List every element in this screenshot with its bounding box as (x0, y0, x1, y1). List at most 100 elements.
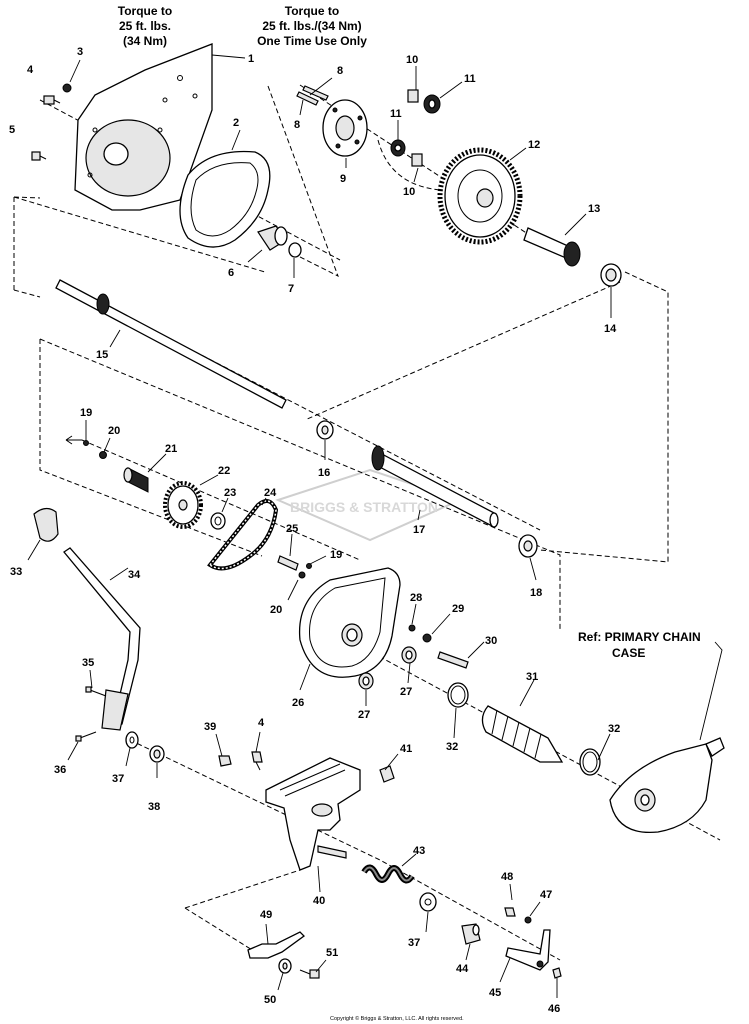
callout-6: 6 (228, 267, 234, 279)
torque-note-left-line3: (34 Nm) (123, 34, 167, 48)
part-47-nut (524, 916, 532, 924)
part-24-chain (207, 499, 279, 571)
ref-note-line2: CASE (612, 646, 645, 660)
part-15-shaft (55, 279, 287, 409)
callout-19-b: 19 (330, 549, 342, 561)
callout-numbers: 1 2 3 4 5 6 7 8 8 9 10 10 11 11 12 13 14… (9, 46, 620, 1015)
part-10-pin-a (407, 89, 419, 103)
part-50-washer (278, 958, 292, 974)
part-20-clip-b (298, 571, 306, 579)
part-25-pin (277, 555, 299, 571)
part-36-screw (75, 731, 97, 742)
part-21-sprocket (123, 467, 149, 493)
callout-9: 9 (340, 173, 346, 185)
part-26-case (298, 567, 401, 678)
callout-12: 12 (528, 139, 540, 151)
callout-18: 18 (530, 587, 542, 599)
callout-10-a: 10 (406, 54, 418, 66)
torque-note-left-line1: Torque to (118, 4, 172, 18)
watermark-text: BRIGGS & STRATTON (290, 499, 438, 515)
part-44-bushing (461, 923, 481, 945)
callout-48: 48 (501, 871, 513, 883)
part-10-pin-b (411, 153, 423, 167)
dashed-group-outlines (13, 85, 669, 959)
callout-14: 14 (604, 323, 617, 335)
callout-23: 23 (224, 487, 236, 499)
callout-11-a: 11 (464, 73, 476, 85)
callout-7: 7 (288, 283, 294, 295)
torque-note-right-line3: One Time Use Only (257, 34, 367, 48)
callout-30: 30 (485, 635, 497, 647)
callout-5: 5 (9, 124, 15, 136)
callout-17: 17 (413, 524, 425, 536)
callout-20-a: 20 (108, 425, 120, 437)
part-37-washer-a (125, 731, 139, 749)
callout-32-a: 32 (446, 741, 458, 753)
part-13-shaft (523, 227, 581, 267)
part-17-shaft (371, 445, 499, 528)
part-43-spring (361, 864, 415, 884)
part-4-bolt (43, 95, 61, 105)
part-16-washer (316, 420, 334, 440)
callout-24: 24 (264, 487, 277, 499)
callout-8-a: 8 (337, 65, 343, 77)
part-34-lever (63, 547, 141, 731)
copyright-notice: Copyright © Briggs & Stratton, LLC. All … (330, 1015, 464, 1022)
callout-45: 45 (489, 987, 501, 999)
callout-27-a: 27 (400, 686, 412, 698)
part-2-gasket (179, 150, 271, 248)
callout-13: 13 (588, 203, 600, 215)
callout-39: 39 (204, 721, 216, 733)
callout-35: 35 (82, 657, 94, 669)
callout-44: 44 (456, 963, 469, 975)
part-51-bolt (299, 969, 320, 979)
part-11-gear-b (390, 139, 406, 157)
leader-lines (27, 54, 723, 998)
callout-28: 28 (410, 592, 422, 604)
callout-46: 46 (548, 1003, 560, 1015)
part-48-nut (504, 907, 516, 917)
callout-26: 26 (292, 697, 304, 709)
callout-50: 50 (264, 994, 276, 1006)
part-5-screw (31, 151, 47, 161)
arrow-icon (65, 435, 82, 445)
part-45-arm (505, 929, 551, 971)
callout-41: 41 (400, 743, 412, 755)
part-35-pin (85, 686, 107, 697)
part-29-washer (422, 633, 432, 643)
part-19-pin (83, 440, 89, 446)
part-20-clip (99, 451, 107, 459)
part-27-bushing-b (358, 672, 374, 690)
torque-note-left-line2: 25 ft. lbs. (119, 19, 171, 33)
torque-note-right-line1: Torque to (285, 4, 339, 18)
callout-27-b: 27 (358, 709, 370, 721)
part-19-pin-b (306, 563, 312, 569)
callout-22: 22 (218, 465, 230, 477)
part-38-spacer (149, 745, 165, 763)
part-33-knob (33, 507, 59, 542)
part-37-washer-b (419, 892, 437, 912)
callout-40: 40 (313, 895, 325, 907)
callout-21: 21 (165, 443, 177, 455)
part-18-washer (518, 534, 538, 558)
callout-20-b: 20 (270, 604, 282, 616)
callout-37-a: 37 (112, 773, 124, 785)
part-41-sleeve (379, 765, 395, 783)
part-14-bearing (600, 263, 622, 287)
ref-primary-chain-case (609, 737, 725, 834)
callout-15: 15 (96, 349, 108, 361)
callout-36: 36 (54, 764, 66, 776)
part-7-ring (288, 242, 302, 258)
part-27-bushing-a (401, 646, 417, 664)
part-32-clamp-a (447, 682, 469, 708)
part-39-nut (218, 755, 232, 767)
callout-51: 51 (326, 947, 338, 959)
part-3-nut (62, 83, 72, 93)
callout-33: 33 (10, 566, 22, 578)
callout-10-b: 10 (403, 186, 415, 198)
part-30-bolt (437, 651, 469, 669)
part-40-bracket (265, 757, 361, 871)
callout-1: 1 (248, 53, 254, 65)
callout-8-b: 8 (294, 119, 300, 131)
